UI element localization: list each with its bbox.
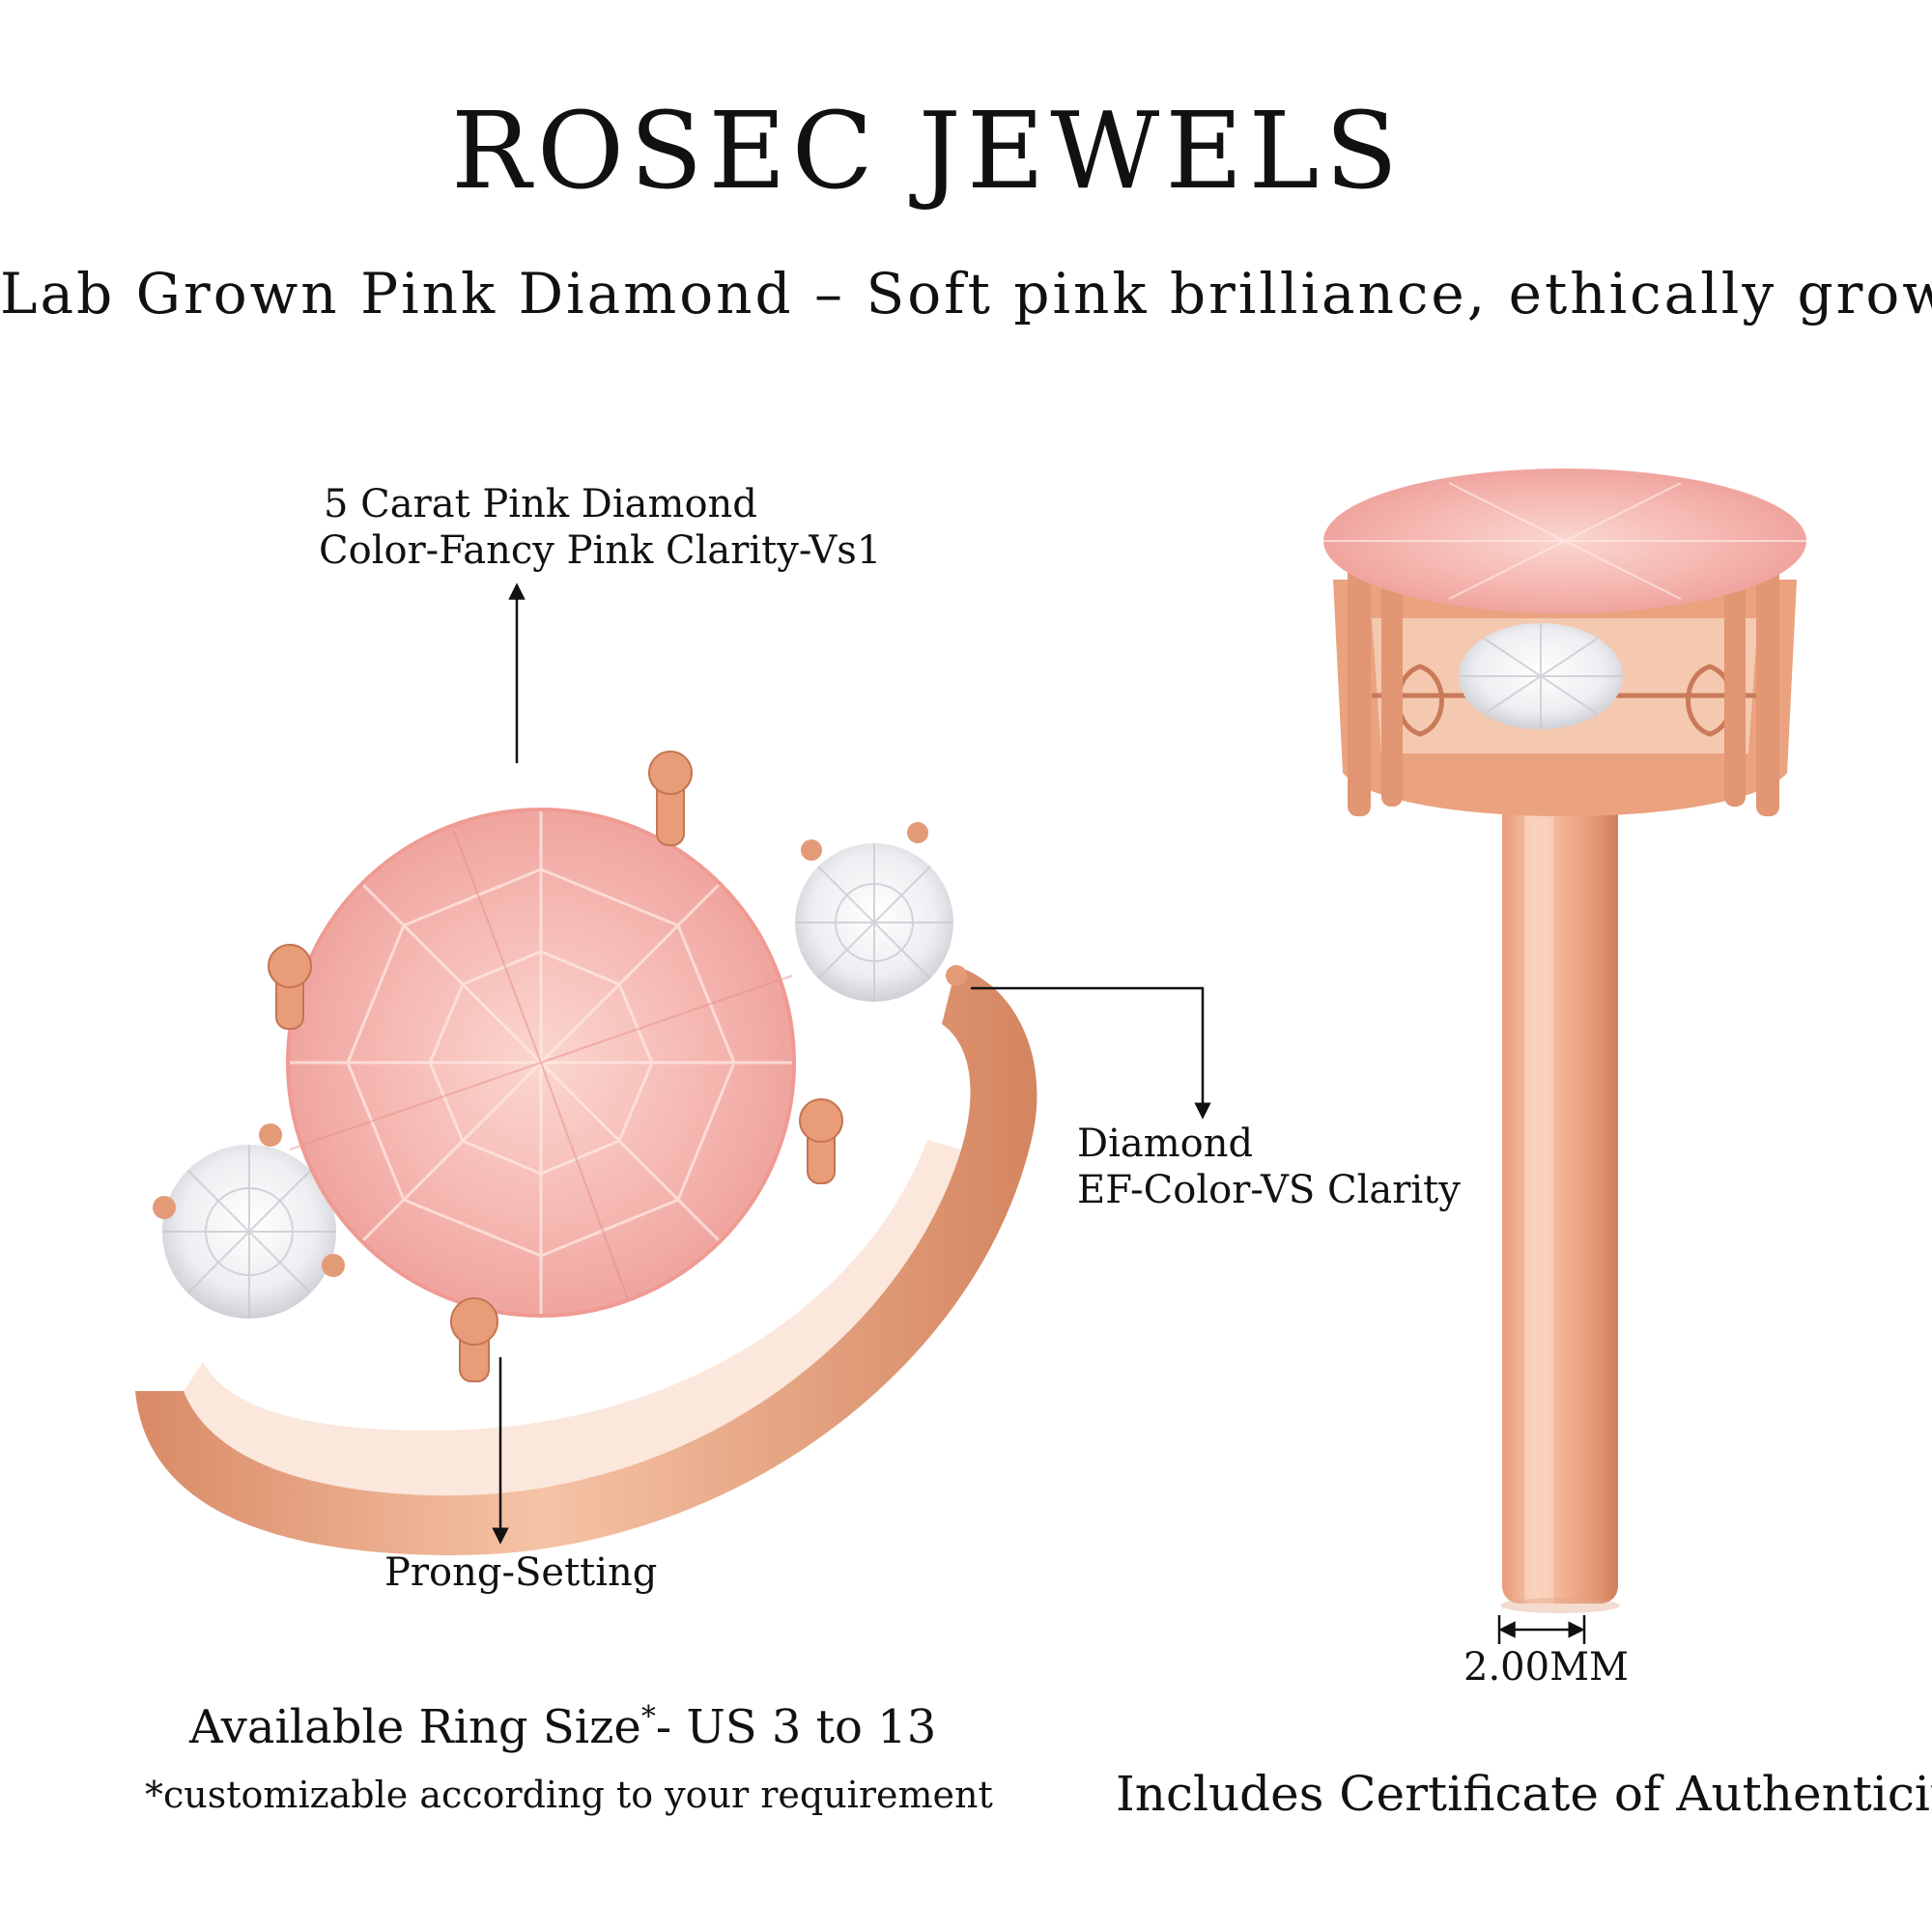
ring-size-text: Available Ring Size*- US 3 to 13 [189, 1700, 936, 1754]
brand-title: ROSEC JEWELS [451, 89, 1404, 213]
ring-size-asterisk: * [640, 1700, 656, 1734]
right-side-stone [795, 822, 967, 1002]
callout-lines [492, 582, 1586, 1644]
center-pink-diamond [286, 808, 796, 1318]
tagline: Lab Grown Pink Diamond – Soft pink brill… [0, 261, 1932, 327]
side-stone-label: Diamond EF-Color-VS Clarity [1077, 1121, 1461, 1213]
center-stone-label: 5 Carat Pink Diamond Color-Fancy Pink Cl… [319, 481, 881, 574]
center-stone-label-line1: 5 Carat Pink Diamond [324, 482, 757, 526]
center-stone-label-line2: Color-Fancy Pink Clarity-Vs1 [319, 528, 882, 573]
ring-size-range: - US 3 to 13 [655, 1700, 937, 1754]
ring-size-prefix: Available Ring Size [189, 1700, 641, 1754]
left-side-stone [153, 1123, 345, 1319]
center-prongs [268, 751, 843, 1382]
side-stone-label-line1: Diamond [1077, 1122, 1254, 1166]
ring-side-view-image [1323, 469, 1806, 1613]
customization-note: *customizable according to your requirem… [145, 1774, 993, 1816]
band-width-label: 2.00MM [1463, 1645, 1629, 1690]
three-stone-ring-image [135, 751, 1037, 1555]
certificate-note: Includes Certificate of Authenticity [1116, 1766, 1932, 1822]
side-stone-arrow [971, 986, 1211, 1120]
prong-setting-label: Prong-Setting [384, 1550, 658, 1595]
side-stone-label-line2: EF-Color-VS Clarity [1077, 1168, 1461, 1212]
